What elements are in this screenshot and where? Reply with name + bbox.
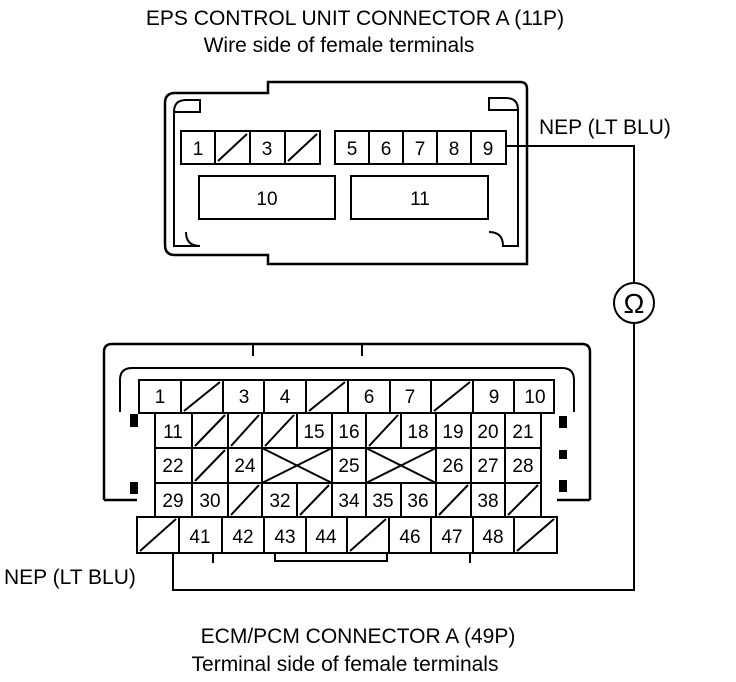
- ecm-blank-diagonals: [139, 381, 555, 552]
- eps-pin-6: 6: [381, 139, 392, 160]
- ecm-pin-35: 35: [372, 491, 393, 512]
- eps-connector-title: EPS CONTROL UNIT CONNECTOR A (11P): [146, 7, 564, 30]
- ecm-pin-11: 11: [163, 422, 183, 443]
- ecm-pin-25: 25: [338, 456, 359, 477]
- ecm-pin-27: 27: [477, 456, 498, 477]
- ecm-pin-36: 36: [407, 491, 428, 512]
- ohmmeter-icon: [613, 282, 655, 324]
- ecm-grid-lines: [155, 380, 541, 553]
- ecm-connector: [102, 342, 592, 563]
- ecm-pin-4: 4: [280, 387, 291, 408]
- ecm-pin-47: 47: [441, 527, 462, 548]
- ecm-connector-title: ECM/PCM CONNECTOR A (49P): [201, 625, 516, 648]
- ecm-connector-subtitle: Terminal side of female terminals: [192, 653, 499, 676]
- ecm-pin-29: 29: [162, 491, 183, 512]
- eps-pin-3: 3: [262, 139, 273, 160]
- ecm-pin-9: 9: [489, 387, 500, 408]
- wire-label-bottom: NEP (LT BLU): [4, 566, 136, 589]
- ecm-pin-43: 43: [274, 527, 295, 548]
- ecm-side-tabs: [130, 414, 567, 494]
- eps-connector: [163, 80, 529, 266]
- ecm-pin-24: 24: [234, 456, 256, 477]
- eps-connector-subtitle: Wire side of female terminals: [204, 34, 475, 57]
- ecm-pin-30: 30: [199, 491, 220, 512]
- eps-pin-labels: 1 3 5 6 7 8 9 10 11: [193, 139, 494, 210]
- ecm-titles: ECM/PCM CONNECTOR A (49P) Terminal side …: [192, 625, 516, 676]
- ecm-pin-38: 38: [477, 491, 498, 512]
- ecm-pin-3: 3: [239, 387, 250, 408]
- ecm-pin-18: 18: [407, 422, 428, 443]
- ecm-pin-labels: 1 3 4 6 7 9 10 11 15 16 18 19 20 21 22 2…: [155, 387, 546, 548]
- ecm-pin-32: 32: [269, 491, 290, 512]
- ecm-pin-7: 7: [405, 387, 416, 408]
- eps-pin-10: 10: [256, 189, 277, 210]
- ecm-pin-10: 10: [524, 387, 545, 408]
- test-wire: [172, 145, 655, 591]
- ecm-pin-46: 46: [399, 527, 420, 548]
- eps-pin-11: 11: [410, 189, 430, 210]
- ecm-pin-15: 15: [303, 422, 324, 443]
- ecm-pin-42: 42: [232, 527, 253, 548]
- eps-titles: EPS CONTROL UNIT CONNECTOR A (11P) Wire …: [146, 7, 564, 57]
- eps-pin-8: 8: [449, 139, 460, 160]
- ecm-pin-16: 16: [338, 422, 359, 443]
- ecm-pin-21: 21: [512, 422, 533, 443]
- ecm-pin-26: 26: [442, 456, 463, 477]
- wire-label-top: NEP (LT BLU): [539, 116, 671, 139]
- ecm-pin-20: 20: [477, 422, 498, 443]
- ecm-pin-48: 48: [482, 527, 503, 548]
- eps-pin-1: 1: [193, 139, 204, 160]
- ecm-pin-1: 1: [155, 387, 166, 408]
- eps-pin-9: 9: [483, 139, 494, 160]
- ecm-pin-44: 44: [315, 527, 337, 548]
- ecm-pin-19: 19: [442, 422, 463, 443]
- eps-pin-7: 7: [415, 139, 426, 160]
- ecm-pin-34: 34: [338, 491, 360, 512]
- ecm-pin-28: 28: [512, 456, 533, 477]
- ecm-pin-22: 22: [162, 456, 183, 477]
- ecm-pin-6: 6: [364, 387, 375, 408]
- ecm-pin-41: 41: [189, 527, 210, 548]
- ohm-symbol: Ω: [624, 288, 645, 319]
- eps-pin-5: 5: [347, 139, 358, 160]
